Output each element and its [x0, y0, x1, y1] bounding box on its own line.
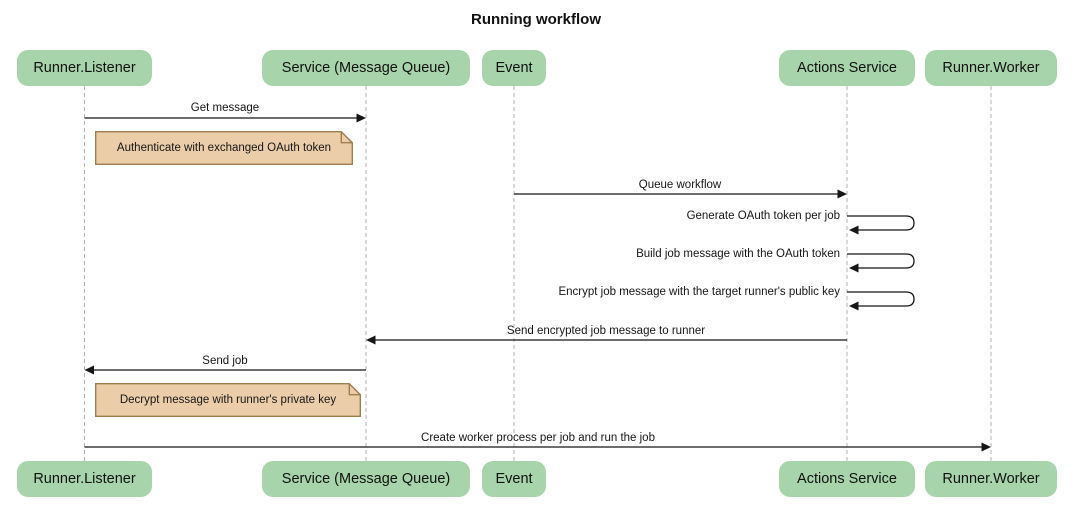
message-label-send-encrypted-job: Send encrypted job message to runner [506, 325, 706, 337]
participant-runner-listener-bottom: Runner.Listener [17, 461, 152, 497]
participant-label: Service (Message Queue) [281, 471, 451, 487]
arrow-create-worker-process [84, 442, 991, 452]
arrow-send-encrypted-job-message [366, 335, 847, 345]
participant-runner-listener-top: Runner.Listener [17, 50, 152, 86]
self-arrow-build-job-message [847, 253, 915, 273]
participant-label: Service (Message Queue) [281, 60, 451, 76]
participant-event-top: Event [482, 50, 546, 86]
participant-service-message-queue-bottom: Service (Message Queue) [262, 461, 470, 497]
self-arrow-encrypt-job-message [847, 291, 915, 311]
diagram-title: Running workflow [471, 11, 601, 28]
participant-label: Runner.Listener [33, 471, 136, 487]
participant-runner-worker-bottom: Runner.Worker [925, 461, 1057, 497]
note-shape [95, 131, 353, 165]
note-decrypt-private-key: Decrypt message with runner's private ke… [95, 383, 361, 417]
note-text: Decrypt message with runner's private ke… [119, 394, 337, 406]
note-text: Authenticate with exchanged OAuth token [116, 142, 332, 154]
message-label-get-message: Get message [190, 102, 260, 114]
participant-label: Actions Service [797, 471, 897, 487]
participant-actions-service-top: Actions Service [779, 50, 915, 86]
participant-label: Runner.Worker [942, 471, 1040, 487]
message-label-queue-workflow: Queue workflow [638, 179, 722, 191]
arrow-queue-workflow [514, 189, 847, 199]
participant-label: Event [495, 60, 533, 76]
note-shape [95, 383, 361, 417]
arrow-send-job [84, 365, 366, 375]
participant-event-bottom: Event [482, 461, 546, 497]
message-label-create-worker-process: Create worker process per job and run th… [421, 432, 655, 444]
message-label-build-job-message: Build job message with the OAuth token [636, 248, 840, 260]
participant-runner-worker-top: Runner.Worker [925, 50, 1057, 86]
message-label-encrypt-job-message: Encrypt job message with the target runn… [558, 286, 840, 298]
arrow-get-message [84, 113, 366, 123]
self-arrow-generate-oauth-token [847, 215, 915, 235]
participant-label: Actions Service [797, 60, 897, 76]
note-authenticate-oauth: Authenticate with exchanged OAuth token [95, 131, 353, 165]
message-label-send-job: Send job [202, 355, 248, 367]
participant-label: Runner.Worker [942, 60, 1040, 76]
participant-actions-service-bottom: Actions Service [779, 461, 915, 497]
message-label-generate-oauth-token: Generate OAuth token per job [686, 210, 840, 222]
participant-service-message-queue-top: Service (Message Queue) [262, 50, 470, 86]
participant-label: Runner.Listener [33, 60, 136, 76]
participant-label: Event [495, 471, 533, 487]
